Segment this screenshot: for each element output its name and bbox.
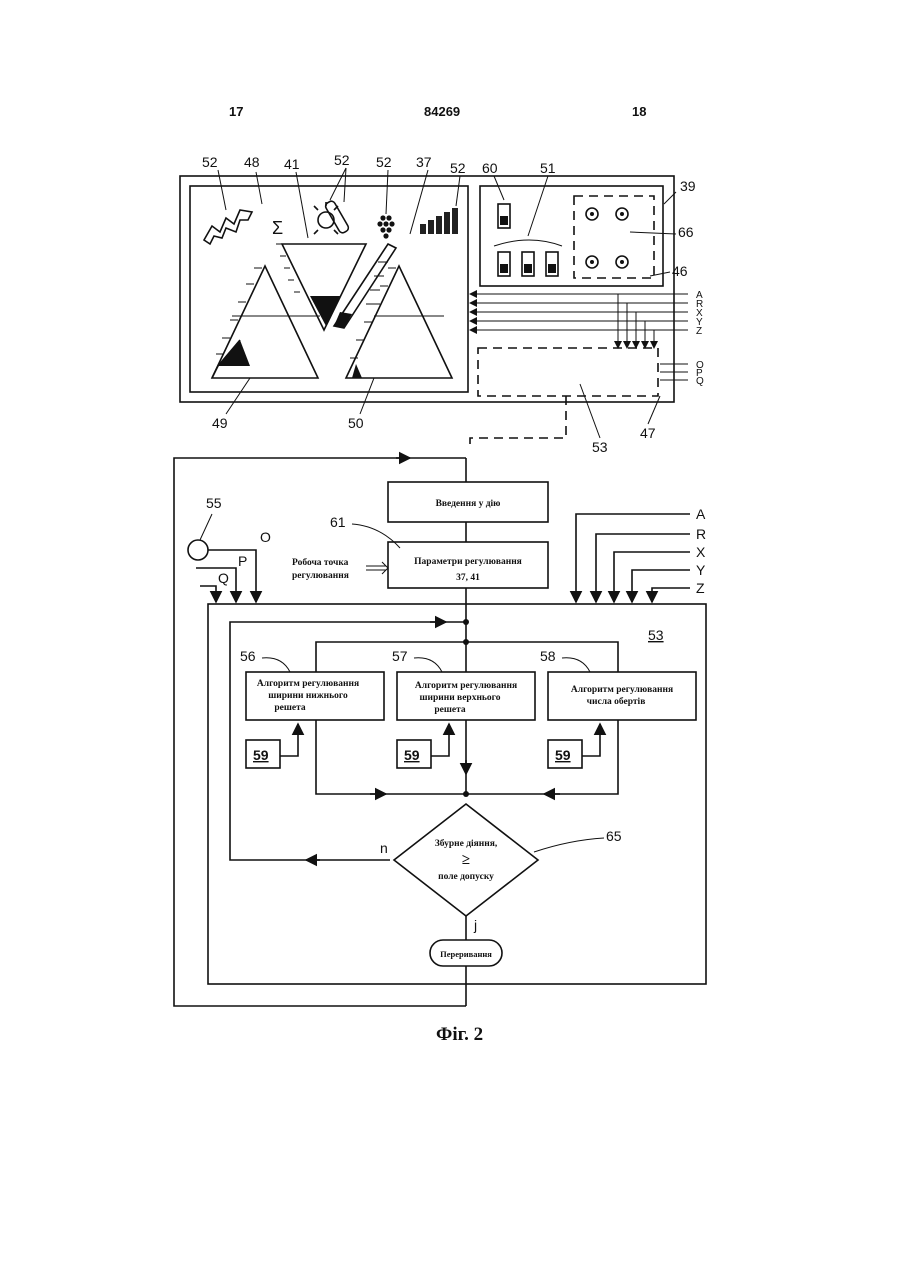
leader-53-top xyxy=(580,384,600,438)
leader-51 xyxy=(528,176,548,236)
feedback-59-c xyxy=(582,724,600,756)
decision-line1: Збурне діяння, xyxy=(435,838,498,849)
label-37: 37 xyxy=(416,154,432,170)
input-lines-ARXYZ xyxy=(576,514,690,602)
figure-caption: Фіг. 2 xyxy=(436,1024,483,1045)
dashed-connector xyxy=(470,396,566,450)
input-Y: Y xyxy=(696,562,706,578)
label-58: 58 xyxy=(540,648,556,664)
leader-57 xyxy=(414,658,442,672)
leader-55 xyxy=(200,514,212,540)
algo3-line1: Алгоритм регулювання xyxy=(571,685,673,695)
label-48: 48 xyxy=(244,154,260,170)
switch-60 xyxy=(498,204,510,228)
algo1-line1: Алгоритм регулювання xyxy=(257,679,359,689)
label-52b: 52 xyxy=(334,152,350,168)
signal-Q-top: Q xyxy=(696,376,704,387)
label-no: n xyxy=(380,840,388,856)
intro-text: Введення у дію xyxy=(436,498,501,509)
label-46: 46 xyxy=(672,263,688,279)
leader-49 xyxy=(226,378,250,414)
label-49: 49 xyxy=(212,415,228,431)
grain-cluster-icon xyxy=(377,215,394,238)
algo2-line3: решета xyxy=(434,705,466,715)
label-39: 39 xyxy=(680,178,696,194)
leader-58 xyxy=(562,658,590,672)
leader-52d xyxy=(456,176,460,206)
input-R: R xyxy=(696,526,706,542)
algo2-line2: ширини верхнього xyxy=(419,693,500,703)
decision-line3: поле допуску xyxy=(438,872,494,882)
algo3-line2: числа обертів xyxy=(587,696,646,707)
algo-box-58 xyxy=(548,672,696,720)
label-53: 53 xyxy=(648,627,664,643)
label-55: 55 xyxy=(206,495,222,511)
input-A: A xyxy=(696,506,706,522)
input-X: X xyxy=(696,544,706,560)
algo1-line2: ширини нижнього xyxy=(268,691,348,701)
leader-60 xyxy=(494,176,504,200)
brace-51 xyxy=(494,240,562,246)
controller-53-dashed xyxy=(478,348,658,396)
label-57: 57 xyxy=(392,648,408,664)
workpoint-text-2: регулювання xyxy=(292,571,349,581)
leader-56 xyxy=(262,658,290,672)
label-O: O xyxy=(260,529,271,545)
params-text-1: Параметри регулювання xyxy=(414,557,522,567)
leader-41 xyxy=(296,172,308,238)
branch-top xyxy=(316,642,618,672)
workpoint-arrowhead xyxy=(382,562,388,574)
workpoint-arrow xyxy=(366,566,386,570)
leader-46 xyxy=(650,272,670,276)
label-52c: 52 xyxy=(376,154,392,170)
knobs xyxy=(586,208,628,268)
label-Q: Q xyxy=(218,570,229,586)
leader-66 xyxy=(630,232,676,234)
label-47: 47 xyxy=(640,425,656,441)
terminate-text: Переривання xyxy=(440,949,492,959)
feedback-59-a xyxy=(280,724,298,756)
triangle-indicator-49 xyxy=(212,266,320,378)
switch-group-51 xyxy=(498,252,558,276)
leader-50 xyxy=(360,378,374,414)
leader-47 xyxy=(648,396,660,424)
label-41: 41 xyxy=(284,156,300,172)
decision-line2: ≥ xyxy=(462,852,470,868)
feedback-59-b xyxy=(431,724,449,756)
label-65: 65 xyxy=(606,828,622,844)
label-52d: 52 xyxy=(450,160,466,176)
grain-loss-rotor-icon xyxy=(314,200,350,234)
label-59-c: 59 xyxy=(555,747,571,763)
params-text-2: 37, 41 xyxy=(456,573,480,583)
label-53-top: 53 xyxy=(592,439,608,455)
outer-loop-line xyxy=(174,458,466,1006)
label-61: 61 xyxy=(330,514,346,530)
label-51: 51 xyxy=(540,160,556,176)
label-66: 66 xyxy=(678,224,694,240)
label-56: 56 xyxy=(240,648,256,664)
signal-Z-top: Z xyxy=(696,326,702,337)
bar-chart-icon xyxy=(420,208,458,234)
leader-52b xyxy=(330,168,346,202)
label-60: 60 xyxy=(482,160,498,176)
label-59-a: 59 xyxy=(253,747,269,763)
algo2-line1: Алгоритм регулювання xyxy=(415,681,517,691)
signal-lines-top xyxy=(470,294,688,348)
line-Q xyxy=(200,586,216,602)
label-yes: j xyxy=(473,917,477,933)
sigma-symbol: Σ xyxy=(272,218,283,238)
label-50: 50 xyxy=(348,415,364,431)
input-Z: Z xyxy=(696,580,705,596)
leader-65 xyxy=(534,838,604,852)
label-P: P xyxy=(238,553,247,569)
losses-chart-icon xyxy=(204,210,252,244)
knob-group-66 xyxy=(574,196,654,278)
label-59-b: 59 xyxy=(404,747,420,763)
label-52a: 52 xyxy=(202,154,218,170)
algo1-line3: решета xyxy=(274,703,306,713)
workpoint-text-1: Робоча точка xyxy=(292,557,349,568)
sensor-55 xyxy=(188,540,208,560)
